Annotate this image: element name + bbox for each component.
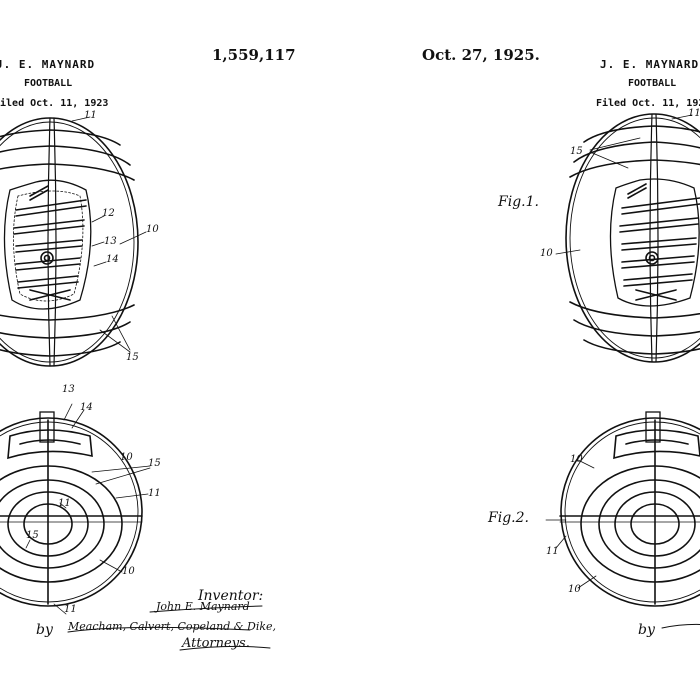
patent-date: Oct. 27, 1925.: [422, 46, 540, 64]
right-inventor-name: J. E. MAYNARD: [600, 58, 700, 71]
right-filed-date: Filed Oct. 11, 1923: [596, 98, 700, 109]
left-inventor-label: Inventor:: [198, 588, 264, 604]
left-ref-11-top: 11: [84, 110, 97, 121]
right-title: FOOTBALL: [628, 78, 677, 89]
right-ref-10c: 10: [568, 584, 581, 595]
right-ref-11b: 11: [546, 546, 559, 557]
left-ref-10b: 10: [120, 452, 133, 463]
left-ref-13: 13: [104, 236, 117, 247]
left-by-line: by: [36, 622, 53, 638]
left-ref-15c: 15: [26, 530, 39, 541]
right-ref-10: 10: [540, 248, 553, 259]
right-ref-15: 15: [570, 146, 583, 157]
left-ref-10c: 10: [122, 566, 135, 577]
left-signature-strokes: [67, 605, 271, 651]
left-attorneys-label: Attorneys.: [182, 636, 250, 651]
left-ref-11c: 11: [148, 488, 161, 499]
left-ref-12: 12: [102, 208, 115, 219]
left-fig1-football-drawing: [0, 116, 147, 367]
right-ref-11-top: 11: [688, 108, 700, 119]
left-ref-15: 15: [126, 352, 139, 363]
left-fig2-football-end-view: [0, 403, 151, 615]
left-ref-15b: 15: [148, 458, 161, 469]
left-ref-11b: 11: [58, 498, 71, 509]
left-ref-14b: 14: [80, 402, 93, 413]
left-ref-11d: 11: [64, 604, 77, 615]
left-title: FOOTBALL: [24, 78, 73, 89]
left-filed-date: Filed Oct. 11, 1923: [0, 98, 109, 109]
right-fig2-label: Fig.2.: [488, 510, 529, 526]
left-inventor-name: J. E. MAYNARD: [0, 58, 96, 71]
left-inventor-signature: John E. Maynard: [156, 600, 250, 613]
left-ref-14: 14: [106, 254, 119, 265]
right-by-line: by: [638, 622, 655, 638]
right-fig2-football-end-view: [545, 411, 700, 629]
right-fig1-label: Fig.1.: [498, 194, 539, 210]
left-ref-13b: 13: [62, 384, 75, 395]
left-attorneys-signature: Meacham, Calvert, Copeland & Dike,: [68, 620, 277, 633]
patent-number: 1,559,117: [212, 46, 296, 64]
right-ref-10b: 10: [570, 454, 583, 465]
right-fig1-football-drawing: [555, 113, 700, 363]
left-ref-10: 10: [146, 224, 159, 235]
